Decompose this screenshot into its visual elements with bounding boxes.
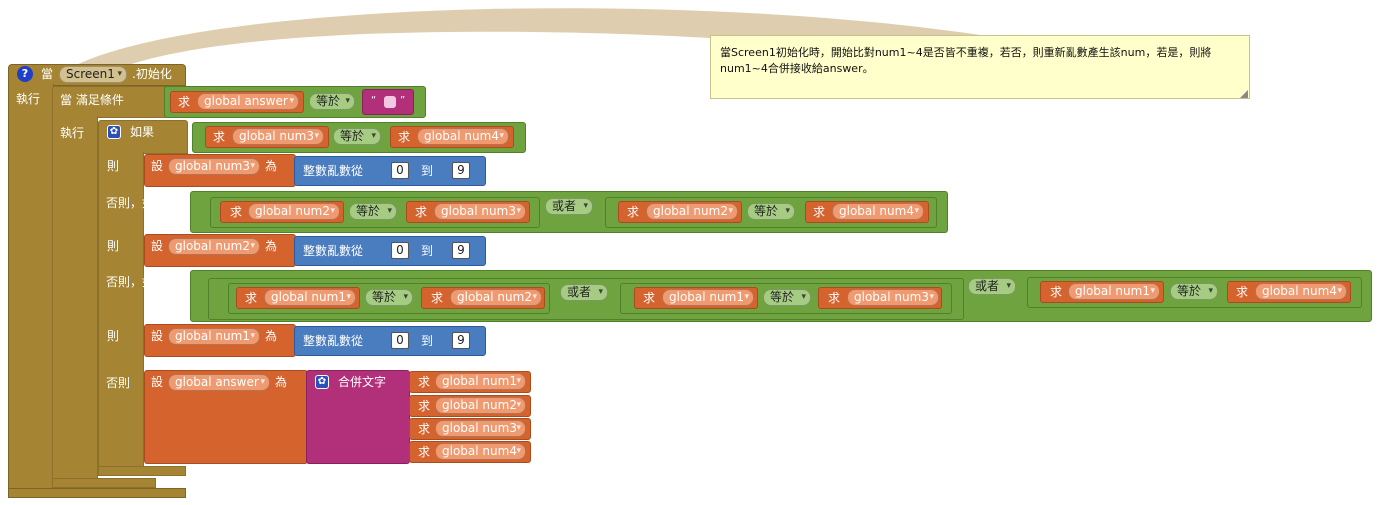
random-label: 整數亂數從 bbox=[303, 244, 364, 258]
get-label: 求 bbox=[627, 205, 640, 219]
operator-dropdown[interactable]: 等於 bbox=[333, 128, 381, 145]
operator-dropdown[interactable]: 等於 bbox=[1170, 283, 1218, 300]
component-dropdown[interactable]: Screen1 bbox=[59, 66, 127, 83]
get-label: 求 bbox=[418, 445, 431, 459]
get-label: 求 bbox=[1236, 285, 1249, 299]
get-label: 求 bbox=[178, 95, 191, 109]
variable-dropdown[interactable]: global num1 bbox=[435, 373, 526, 390]
string-close-quote: ” bbox=[400, 95, 406, 106]
set-label: 設 bbox=[151, 239, 164, 253]
number-field[interactable]: 9 bbox=[452, 162, 470, 179]
variable-dropdown[interactable]: global num2 bbox=[435, 397, 526, 414]
elseif-label-1: 否則，如果 bbox=[106, 196, 167, 210]
or-dropdown[interactable]: 或者 bbox=[545, 198, 593, 215]
while-block[interactable] bbox=[52, 86, 170, 118]
number-field[interactable]: 0 bbox=[391, 332, 409, 349]
empty-string-field[interactable] bbox=[384, 96, 396, 108]
get-label: 求 bbox=[431, 291, 444, 305]
elseif-label-2: 否則，如果 bbox=[106, 275, 167, 289]
get-label: 求 bbox=[1050, 285, 1063, 299]
get-label: 求 bbox=[398, 130, 411, 144]
event-do-label: 執行 bbox=[16, 92, 41, 106]
variable-dropdown[interactable]: global answer bbox=[197, 93, 299, 110]
variable-dropdown[interactable]: global num2 bbox=[450, 289, 542, 306]
variable-dropdown[interactable]: global num3 bbox=[435, 420, 526, 437]
variable-dropdown[interactable]: global num2 bbox=[646, 203, 738, 220]
operator-dropdown[interactable]: 等於 bbox=[365, 289, 413, 306]
variable-dropdown[interactable]: global num4 bbox=[417, 128, 509, 145]
get-label: 求 bbox=[213, 130, 226, 144]
or-dropdown[interactable]: 或者 bbox=[968, 278, 1016, 295]
comment-line-2: num1~4合併接收給answer。 bbox=[720, 62, 874, 75]
random-label: 整數亂數從 bbox=[303, 334, 364, 348]
variable-dropdown[interactable]: global num4 bbox=[832, 203, 924, 220]
then-label-1: 則 bbox=[107, 159, 120, 173]
variable-dropdown[interactable]: global num4 bbox=[1255, 283, 1347, 300]
to-label: 為 bbox=[265, 329, 278, 343]
operator-dropdown[interactable]: 等於 bbox=[747, 203, 795, 220]
string-open-quote: “ bbox=[371, 95, 377, 106]
comment-line-1: 當Screen1初始化時，開始比對num1~4是否皆不重複，若否，則重新亂數產生… bbox=[720, 46, 1212, 59]
variable-dropdown[interactable]: global num3 bbox=[168, 158, 260, 175]
gear-icon[interactable]: ✿ bbox=[315, 375, 329, 389]
set-label: 設 bbox=[151, 375, 164, 389]
to-label: 為 bbox=[275, 375, 288, 389]
screen-initialize-footer[interactable] bbox=[8, 488, 186, 498]
variable-dropdown[interactable]: global num1 bbox=[168, 328, 260, 345]
comment-resize-handle[interactable] bbox=[1240, 90, 1248, 98]
variable-dropdown[interactable]: global num4 bbox=[435, 443, 526, 460]
number-field[interactable]: 9 bbox=[452, 332, 470, 349]
comment-bubble[interactable]: 當Screen1初始化時，開始比對num1~4是否皆不重複，若否，則重新亂數產生… bbox=[710, 35, 1250, 99]
join-label: 合併文字 bbox=[338, 375, 387, 389]
variable-dropdown[interactable]: global num2 bbox=[168, 238, 260, 255]
to-label: 到 bbox=[421, 334, 434, 348]
question-icon[interactable]: ? bbox=[17, 66, 33, 82]
to-label: 到 bbox=[421, 164, 434, 178]
random-label: 整數亂數從 bbox=[303, 164, 364, 178]
operator-dropdown[interactable]: 等於 bbox=[349, 203, 397, 220]
number-field[interactable]: 9 bbox=[452, 242, 470, 259]
variable-dropdown[interactable]: global num3 bbox=[434, 203, 526, 220]
variable-dropdown[interactable]: global num1 bbox=[264, 289, 356, 306]
get-label: 求 bbox=[245, 291, 258, 305]
gear-icon[interactable]: ✿ bbox=[107, 125, 121, 139]
screen-initialize-body[interactable] bbox=[8, 84, 54, 498]
get-label: 求 bbox=[828, 291, 841, 305]
get-label: 求 bbox=[418, 375, 431, 389]
get-label: 求 bbox=[230, 205, 243, 219]
while-label: 當 滿足條件 bbox=[60, 93, 124, 107]
to-label: 到 bbox=[421, 244, 434, 258]
variable-dropdown[interactable]: global num1 bbox=[662, 289, 754, 306]
event-when-label: 當 bbox=[41, 67, 54, 81]
get-label: 求 bbox=[418, 422, 431, 436]
variable-dropdown[interactable]: global num1 bbox=[1068, 283, 1160, 300]
variable-dropdown[interactable]: global answer bbox=[168, 374, 270, 391]
to-label: 為 bbox=[265, 159, 278, 173]
number-field[interactable]: 0 bbox=[391, 162, 409, 179]
if-label: 如果 bbox=[130, 125, 155, 139]
while-do-label: 執行 bbox=[60, 126, 85, 140]
get-label: 求 bbox=[418, 399, 431, 413]
or-dropdown[interactable]: 或者 bbox=[560, 284, 608, 301]
variable-dropdown[interactable]: global num3 bbox=[847, 289, 939, 306]
operator-dropdown[interactable]: 等於 bbox=[763, 289, 811, 306]
get-label: 求 bbox=[813, 205, 826, 219]
to-label: 為 bbox=[265, 239, 278, 253]
event-name-label: .初始化 bbox=[132, 67, 172, 81]
while-block-footer[interactable] bbox=[52, 478, 156, 488]
then-label-3: 則 bbox=[107, 329, 120, 343]
get-label: 求 bbox=[415, 205, 428, 219]
get-label: 求 bbox=[643, 291, 656, 305]
set-label: 設 bbox=[151, 329, 164, 343]
if-block-body[interactable] bbox=[98, 152, 144, 476]
operator-dropdown[interactable]: 等於 bbox=[309, 93, 355, 110]
variable-dropdown[interactable]: global num2 bbox=[248, 203, 340, 220]
if-block-footer[interactable] bbox=[98, 466, 186, 476]
number-field[interactable]: 0 bbox=[391, 242, 409, 259]
while-block-body[interactable] bbox=[52, 116, 98, 484]
variable-dropdown[interactable]: global num3 bbox=[232, 128, 324, 145]
else-label: 否則 bbox=[106, 376, 131, 390]
set-label: 設 bbox=[151, 159, 164, 173]
then-label-2: 則 bbox=[107, 239, 120, 253]
